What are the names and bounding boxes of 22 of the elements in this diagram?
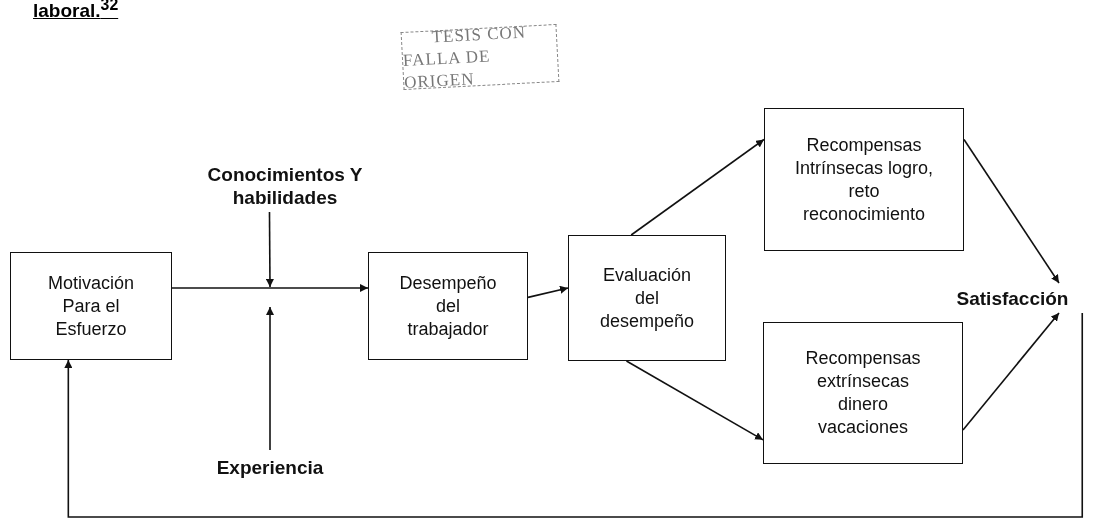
arrow <box>266 306 274 451</box>
arrow <box>171 283 369 292</box>
arrow <box>64 312 1084 518</box>
box-text: Recompensas Intrínsecas logro, reto reconocimiento <box>794 133 934 226</box>
process-box <box>764 108 964 251</box>
box-text: Evaluación del desempeño <box>598 263 696 333</box>
box-text: Motivación Para el Esfuerzo <box>46 271 135 341</box>
arrow <box>625 360 764 441</box>
arrow <box>630 138 765 236</box>
process-box <box>10 252 172 360</box>
process-box <box>568 235 726 361</box>
factor-label: Experiencia <box>215 455 325 479</box>
box-text: Recompensas extrínsecas dinero vacaciones <box>804 347 922 439</box>
arrow <box>963 138 1060 284</box>
process-box <box>368 252 528 360</box>
arrow <box>962 312 1060 431</box>
process-box <box>763 322 963 464</box>
factor-label: Conocimientos Y habilidades <box>206 163 364 209</box>
arrow <box>265 211 274 288</box>
factor-label: Satisfacción <box>955 286 1070 310</box>
arrow <box>527 285 569 299</box>
box-text: Desempeño del trabajador <box>398 271 498 341</box>
